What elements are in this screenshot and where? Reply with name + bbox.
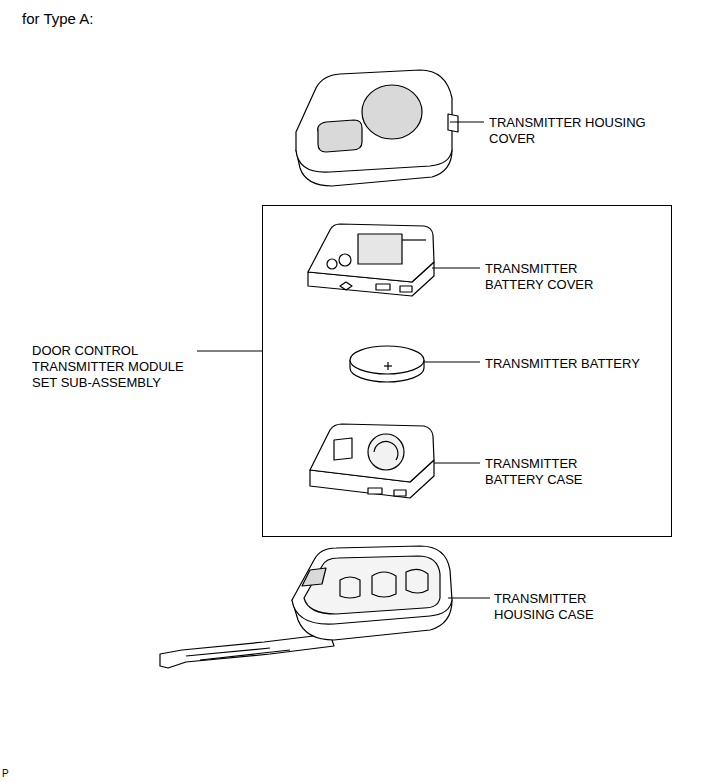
battery-cover-drawing [308,224,434,296]
part-name: TRANSMITTER HOUSING CASE [494,591,629,623]
page-mark: P [2,766,42,782]
battery-drawing [350,346,424,382]
assembly-name: DOOR CONTROL TRANSMITTER MODULE SET SUB-… [32,343,190,391]
housing-cover-drawing [296,70,458,186]
leader-lines [197,122,490,598]
housing-case-drawing [160,546,452,668]
diagram-title: for Type A: [22,11,222,27]
part-name: TRANSMITTER BATTERY [485,356,640,372]
part-name: TRANSMITTER BATTERY COVER [485,261,620,293]
part-name: TRANSMITTER HOUSING COVER [489,115,664,147]
part-name: TRANSMITTER BATTERY CASE [485,456,620,488]
sub-assembly-frame: TRANSMITTER BATTERY COVER TRANSMITTER BAT… [262,205,672,537]
battery-case-drawing [310,424,434,498]
